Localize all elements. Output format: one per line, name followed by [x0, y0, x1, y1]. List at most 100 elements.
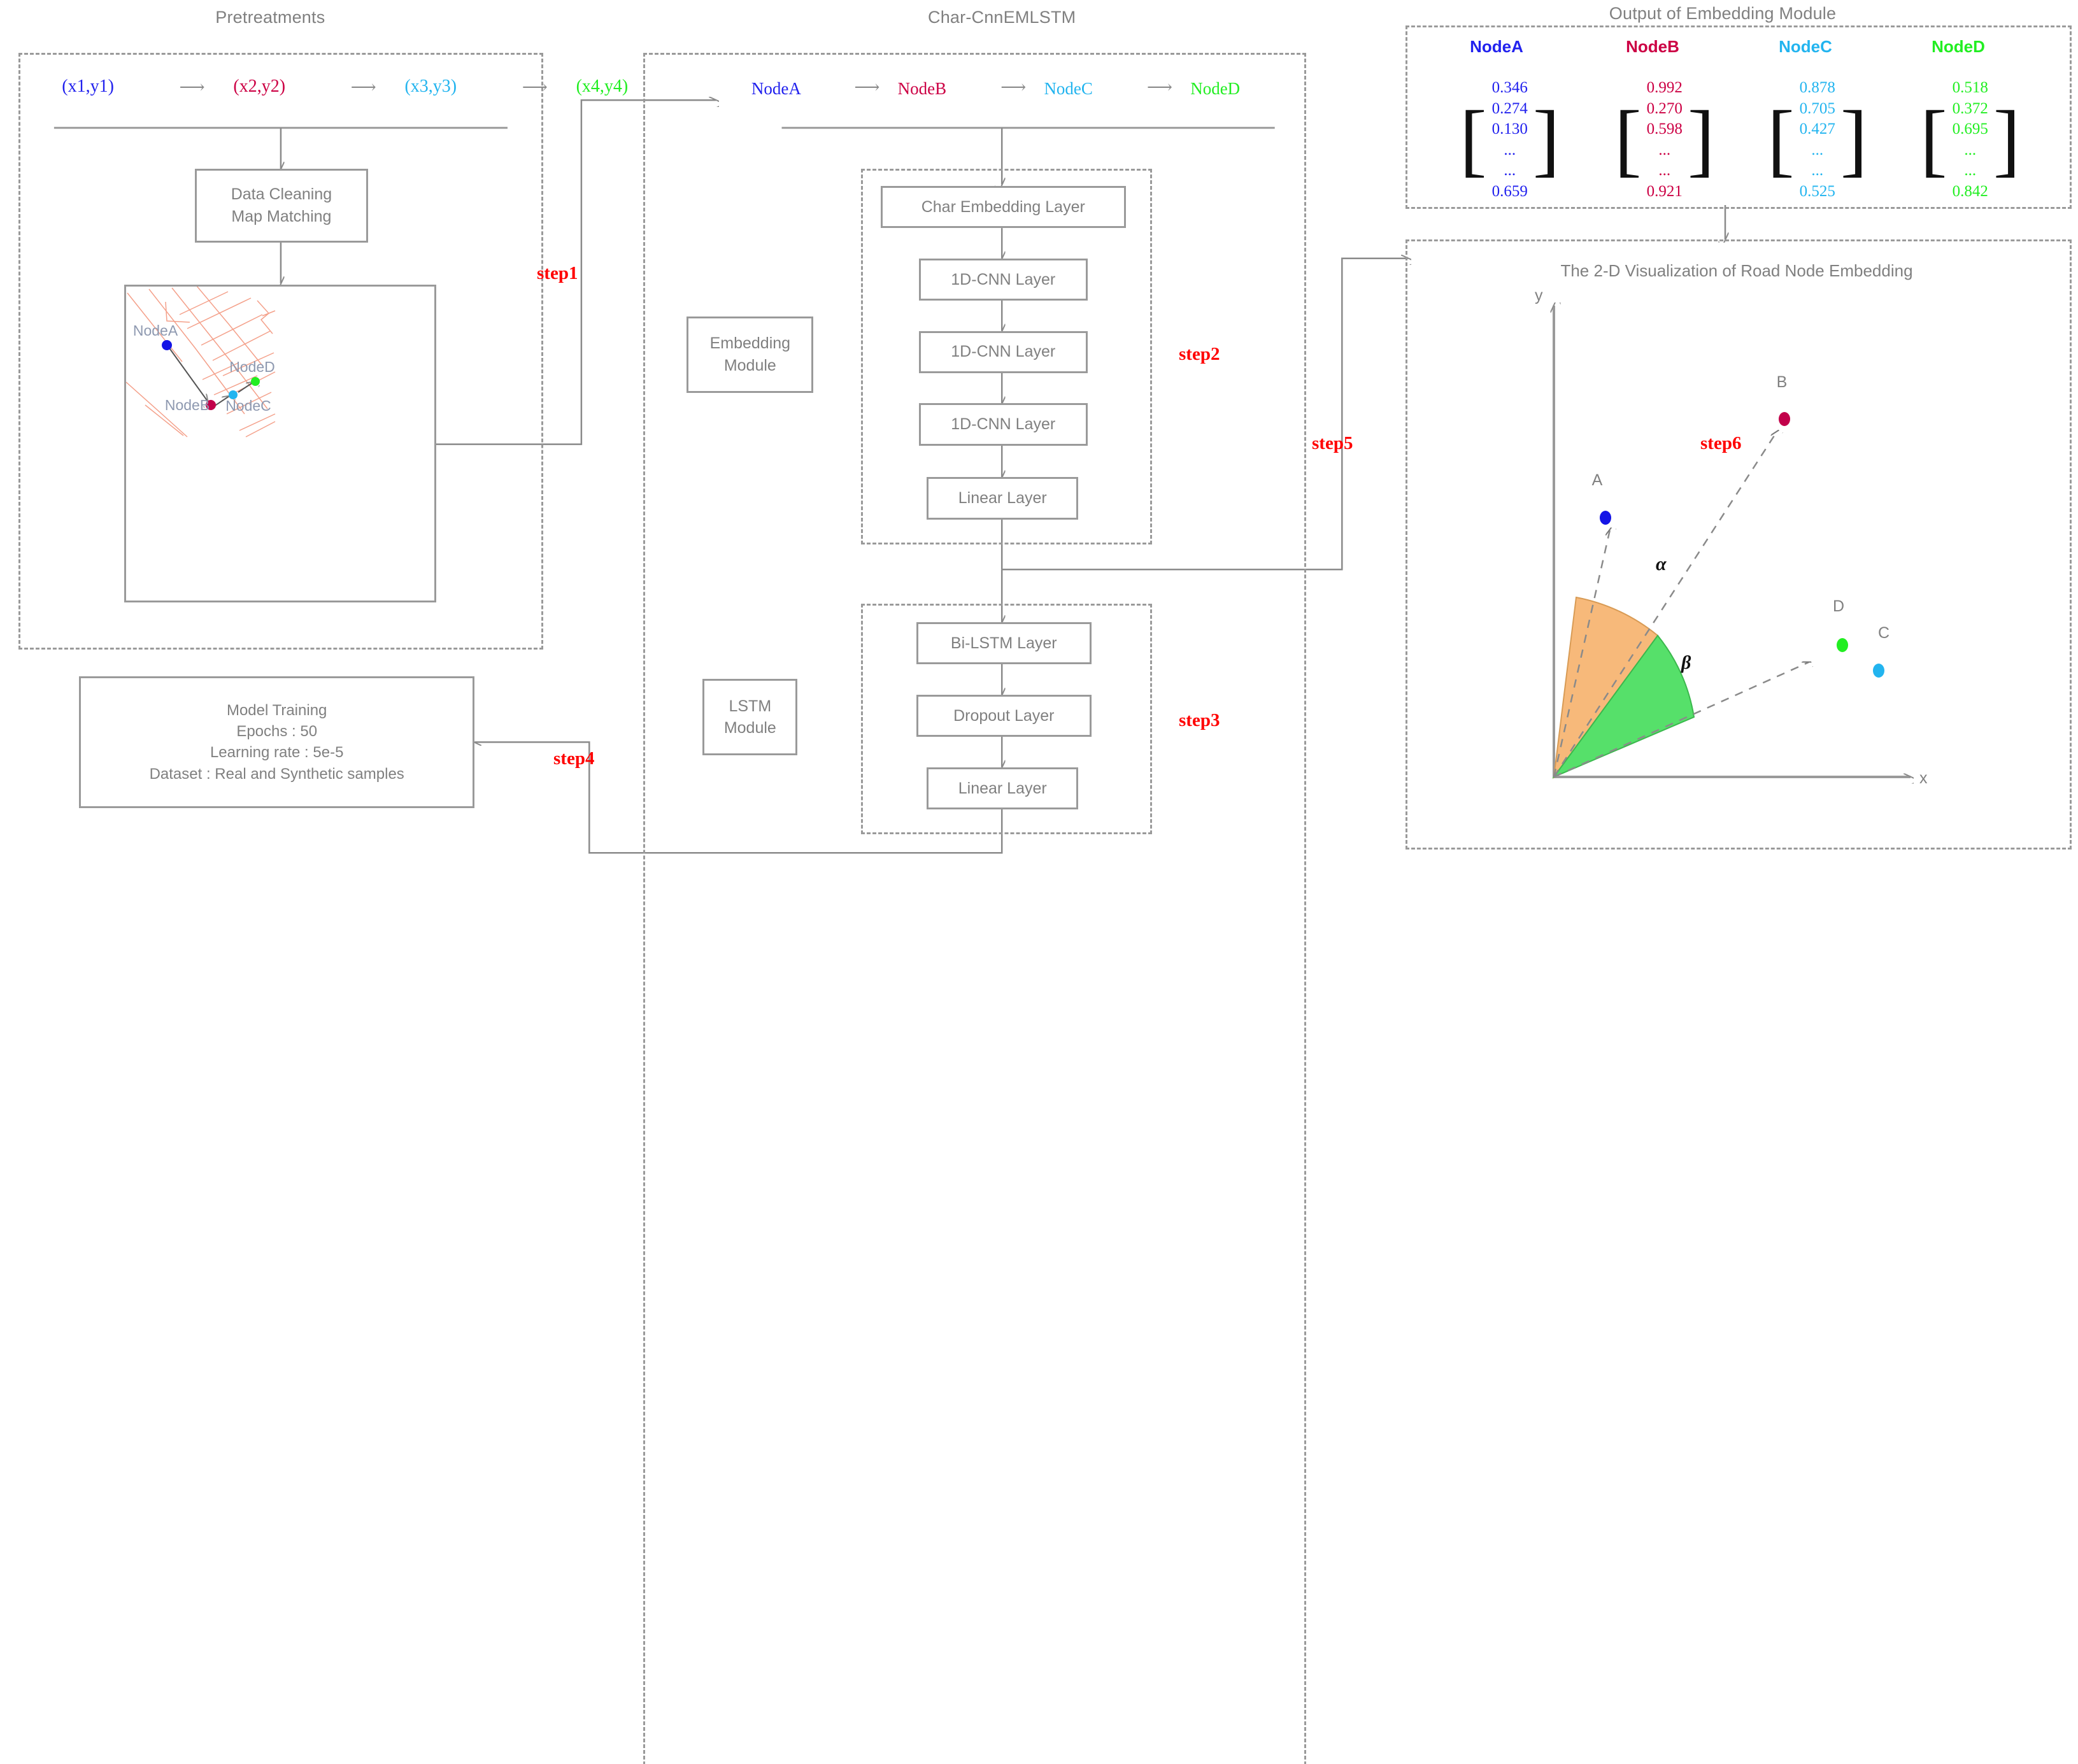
seq-node-c: NodeC — [1044, 79, 1093, 99]
angle-alpha-sector — [1553, 596, 1659, 779]
vec-a-1: 0.274 — [1491, 99, 1528, 117]
layer-bilstm-label: Bi-LSTM Layer — [950, 634, 1057, 652]
data-cleaning-box: Data Cleaning Map Matching — [195, 168, 368, 243]
map-node-d-dot — [250, 377, 260, 387]
ray-to-d — [1553, 662, 1809, 778]
angle-alpha-label: α — [1656, 553, 1667, 574]
map-node-c-dot — [228, 390, 238, 400]
map-box: NodeA NodeB NodeC NodeD — [124, 285, 436, 602]
bracket-right-b: ] — [1687, 94, 1715, 185]
trajectory-point-3: (x3,y3) — [404, 76, 457, 97]
step-label-5: step5 — [1312, 433, 1353, 453]
layer-cnn-2-label: 1D-CNN Layer — [951, 343, 1056, 361]
vec-c-0: 0.878 — [1799, 79, 1835, 96]
vec-b-4: ... — [1658, 162, 1671, 179]
visualization-title: The 2-D Visualization of Road Node Embed… — [1560, 261, 1913, 280]
embedding-module-tag: Embedding Module — [687, 316, 814, 393]
viz-point-b — [1779, 412, 1790, 426]
layer-char-embedding-label: Char Embedding Layer — [921, 197, 1085, 216]
seq-node-b: NodeB — [897, 79, 947, 99]
layer-bilstm: Bi-LSTM Layer — [916, 622, 1092, 665]
layer-cnn-1: 1D-CNN Layer — [918, 258, 1088, 301]
viz-y-axis-label: y — [1535, 287, 1543, 304]
bracket-left-d: [ — [1920, 94, 1947, 185]
vec-b-2: 0.598 — [1646, 120, 1683, 138]
step-label-2: step2 — [1179, 344, 1220, 364]
vec-a-0: 0.346 — [1491, 79, 1528, 96]
angle-beta-sector — [1552, 634, 1695, 779]
viz-label-c: C — [1878, 624, 1889, 642]
vector-column-nodeb: [ 0.992 0.270 0.598 ... ... 0.921 ] — [1614, 78, 1715, 202]
vec-c-2: 0.427 — [1799, 120, 1835, 138]
lstm-module-panel — [860, 604, 1152, 835]
viz-label-b: B — [1777, 373, 1788, 391]
model-training-box: Model Training Epochs : 50 Learning rate… — [79, 676, 475, 808]
seq-arrow-1: ⟶ — [854, 78, 880, 98]
step-label-1: step1 — [537, 263, 578, 283]
layer-char-embedding: Char Embedding Layer — [880, 185, 1126, 229]
ray-to-b — [1553, 432, 1777, 778]
vec-c-4: ... — [1811, 162, 1824, 179]
trajectory-arrow-2: ⟶ — [350, 78, 376, 98]
pretreatments-panel — [18, 52, 543, 650]
lstm-module-tag-line2: Module — [723, 719, 776, 737]
model-training-line-3: Learning rate : 5e-5 — [210, 744, 344, 762]
layer-linear-embedding-label: Linear Layer — [958, 489, 1047, 508]
vec-b-1: 0.270 — [1646, 99, 1683, 117]
layer-linear-lstm-label: Linear Layer — [958, 779, 1047, 797]
vec-a-4: ... — [1504, 162, 1516, 179]
seq-node-d: NodeD — [1190, 79, 1241, 99]
vec-header-nodeb: NodeB — [1626, 37, 1679, 56]
layer-cnn-1-label: 1D-CNN Layer — [951, 270, 1056, 288]
ray-to-a — [1553, 530, 1610, 778]
visualization-plot: y x α β A B C D — [1535, 287, 1928, 787]
viz-x-axis-label: x — [1919, 769, 1928, 787]
bracket-right-a: ] — [1532, 94, 1560, 185]
model-training-line-2: Epochs : 50 — [236, 723, 318, 741]
vector-column-noded: [ 0.518 0.372 0.695 ... ... 0.842 ] — [1920, 78, 2021, 202]
vec-a-2: 0.130 — [1491, 120, 1528, 138]
vec-b-3: ... — [1658, 141, 1671, 159]
bracket-right-d: ] — [1993, 94, 2021, 185]
trajectory-point-4: (x4,y4) — [576, 76, 629, 97]
data-cleaning-line2: Map Matching — [231, 207, 332, 225]
bracket-left-b: [ — [1614, 94, 1642, 185]
seq-arrow-3: ⟶ — [1146, 78, 1173, 98]
viz-point-c — [1873, 664, 1884, 678]
step-label-6: step6 — [1700, 433, 1742, 453]
map-label-nodec: NodeC — [225, 397, 271, 414]
seq-arrow-2: ⟶ — [1000, 78, 1027, 98]
vector-column-nodec: [ 0.878 0.705 0.427 ... ... 0.525 ] — [1767, 78, 1868, 202]
angle-beta-label: β — [1681, 652, 1691, 673]
seq-node-a: NodeA — [751, 79, 801, 99]
vec-header-nodec: NodeC — [1779, 37, 1832, 56]
map-label-noded: NodeD — [229, 359, 275, 375]
vector-column-nodea: [ 0.346 0.274 0.130 ... ... 0.659 ] — [1460, 78, 1560, 202]
vec-a-5: 0.659 — [1491, 182, 1528, 200]
layer-linear-lstm: Linear Layer — [927, 767, 1079, 809]
layer-linear-embedding: Linear Layer — [927, 477, 1079, 520]
step-label-4: step4 — [553, 748, 595, 769]
panel-title-pretreatments: Pretreatments — [215, 8, 325, 27]
embedding-module-panel — [860, 168, 1152, 544]
vec-d-0: 0.518 — [1952, 79, 1988, 96]
trajectory-point-1: (x1,y1) — [62, 76, 114, 97]
vec-d-1: 0.372 — [1952, 99, 1988, 117]
visualization-panel — [1405, 239, 2072, 850]
layer-cnn-2: 1D-CNN Layer — [918, 331, 1088, 373]
embedding-module-tag-line1: Embedding — [709, 334, 791, 353]
viz-point-a — [1600, 511, 1611, 525]
vec-c-1: 0.705 — [1799, 99, 1835, 117]
step-label-3: step3 — [1179, 710, 1220, 730]
vec-d-5: 0.842 — [1952, 182, 1988, 200]
vec-b-5: 0.921 — [1646, 182, 1683, 200]
viz-label-d: D — [1833, 597, 1844, 615]
panel-title-model: Char-CnnEMLSTM — [928, 8, 1076, 27]
vec-d-3: ... — [1964, 141, 1977, 159]
panel-title-output: Output of Embedding Module — [1609, 4, 1837, 23]
trajectory-point-2: (x2,y2) — [233, 76, 286, 97]
vec-d-2: 0.695 — [1952, 120, 1988, 138]
vec-c-3: ... — [1811, 141, 1824, 159]
layer-dropout-label: Dropout Layer — [953, 706, 1055, 725]
data-cleaning-line1: Data Cleaning — [231, 185, 332, 204]
